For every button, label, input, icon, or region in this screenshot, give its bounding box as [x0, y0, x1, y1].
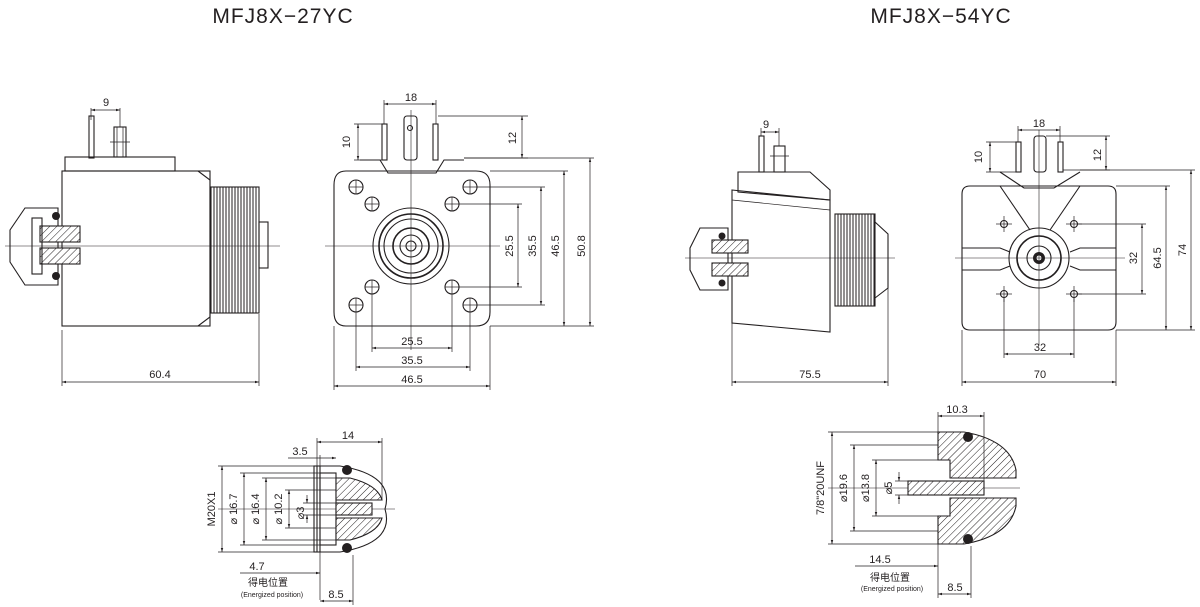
right-front-body-width-label: 70	[1034, 369, 1046, 381]
right-section-offset-label: 14.5	[869, 554, 890, 566]
right-energized-position-cn: 得电位置	[870, 571, 910, 584]
right-front-view: 18 10 12	[955, 118, 1195, 386]
left-front-body-height-inner-label: 46.5	[550, 235, 562, 256]
left-front-pin-height-left-label: 10	[341, 136, 353, 148]
right-front-body	[961, 185, 1117, 331]
right-front-body-height-inner-label: 64.5	[1152, 247, 1164, 268]
left-energized-position-en: (Energized position)	[241, 592, 303, 599]
left-front-inner-holes-h-label: 25.5	[401, 336, 422, 348]
right-section-detail: 10.3 7/8"20UNF ⌀19.6 ⌀13.8 ⌀5 14.5 得电位置 …	[815, 404, 1020, 598]
right-front-pin-height-right-label: 12	[1092, 149, 1104, 161]
right-front-holes-v-label: 32	[1128, 252, 1140, 264]
right-front-holes-h-label: 32	[1034, 342, 1046, 354]
left-model-title: MFJ8X−27YC	[212, 5, 353, 28]
right-section-d2-label: ⌀13.8	[860, 474, 872, 502]
left-side-length-label: 60.4	[149, 369, 170, 381]
left-front-pin-pitch-label: 18	[405, 92, 417, 104]
right-section-d1-label: ⌀19.6	[838, 474, 850, 502]
left-side-view: 9 60.4	[5, 97, 280, 386]
left-section-thread-label: M20X1	[206, 492, 218, 527]
left-section-offset-label: 4.7	[249, 561, 264, 573]
right-section-stroke-label: 8.5	[947, 582, 962, 594]
left-front-outer-holes-h-label: 35.5	[401, 355, 422, 367]
left-section-d1-label: ⌀ 16.7	[228, 493, 240, 524]
right-energized-position-en: (Energized position)	[861, 586, 923, 593]
left-section-d4-label: ⌀3	[295, 507, 307, 520]
left-section-step-label: 3.5	[292, 446, 307, 458]
left-front-view: 18 10 12 25.5	[325, 92, 594, 390]
left-section-stroke-label: 8.5	[328, 589, 343, 601]
right-side-body	[731, 189, 831, 333]
left-front-body	[333, 170, 491, 327]
left-front-body-width-label: 46.5	[401, 374, 422, 386]
right-front-pin-pitch-label: 18	[1033, 118, 1045, 130]
left-section-detail: 14 3.5 M20X1 ⌀ 16.7 ⌀ 16.4 ⌀ 10.2 ⌀3 4.7…	[206, 430, 395, 605]
left-side-pin-1	[88, 115, 95, 159]
left-front-inner-holes-v-label: 25.5	[504, 235, 516, 256]
right-side-length-label: 75.5	[799, 369, 820, 381]
left-section-d2-label: ⌀ 16.4	[250, 493, 262, 524]
left-energized-position-cn: 得电位置	[248, 576, 288, 589]
right-section-d3-label: ⌀5	[883, 482, 895, 495]
right-front-pin-height-left-label: 10	[973, 151, 985, 163]
right-model-title: MFJ8X−54YC	[870, 5, 1011, 28]
right-section-overall-width-label: 10.3	[946, 404, 967, 416]
left-side-pin-spacing-label: 9	[103, 97, 109, 109]
left-section-d3-label: ⌀ 10.2	[273, 493, 285, 524]
left-front-body-height-total-label: 50.8	[576, 235, 588, 256]
right-side-view: 9 75.5	[685, 119, 895, 386]
left-front-outer-holes-v-label: 35.5	[527, 235, 539, 256]
left-front-pin-height-right-label: 12	[507, 132, 519, 144]
right-front-body-height-total-label: 74	[1177, 244, 1189, 256]
right-section-thread-label: 7/8"20UNF	[815, 461, 827, 515]
left-section-overall-width-label: 14	[342, 430, 354, 442]
right-side-pin-spacing-label: 9	[763, 119, 769, 131]
